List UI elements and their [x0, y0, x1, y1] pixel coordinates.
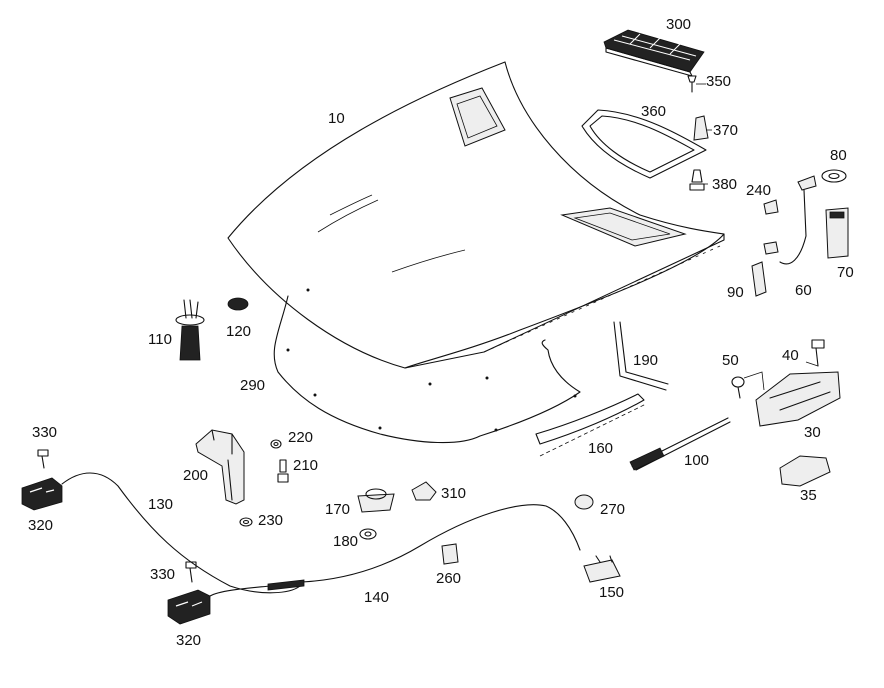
part-label-320-lower: 320	[176, 632, 202, 649]
nut-180-part	[359, 528, 377, 540]
part-label-240: 240	[746, 182, 772, 199]
part-label-310: 310	[441, 485, 467, 502]
part-label-50: 50	[722, 352, 739, 369]
hinge-200-part	[195, 429, 245, 505]
part-label-320-upper: 320	[28, 517, 54, 534]
screw-330b-part	[185, 561, 197, 583]
nut-220-part	[270, 439, 282, 449]
part-label-30: 30	[804, 424, 821, 441]
grommet-270-part	[574, 494, 594, 510]
part-label-230: 230	[258, 512, 284, 529]
part-label-200: 200	[183, 467, 209, 484]
bolt-380-part	[689, 169, 705, 191]
cable-140-part	[209, 504, 581, 597]
nut-230-part	[239, 517, 253, 527]
part-label-60: 60	[795, 282, 812, 299]
damper-110-part	[175, 299, 205, 361]
part-label-220: 220	[288, 429, 314, 446]
hood-part	[227, 61, 725, 369]
part-label-290: 290	[240, 377, 266, 394]
clip-260-part	[441, 543, 459, 565]
screw-330a-part	[37, 449, 49, 469]
part-label-160: 160	[588, 440, 614, 457]
bump-stop-170-part	[357, 488, 395, 513]
bolt-210-part	[277, 459, 289, 483]
part-label-370: 370	[713, 122, 739, 139]
part-label-70: 70	[837, 264, 854, 281]
bracket-240-part	[763, 199, 779, 215]
switch-rod-60-part	[779, 175, 817, 265]
cable-130-part	[61, 472, 301, 594]
part-label-330-lower: 330	[150, 566, 176, 583]
grommet-80-part	[821, 169, 847, 183]
grille-insert-part	[603, 29, 705, 77]
clip-370-part	[693, 115, 709, 141]
bolt-50-part	[731, 376, 745, 399]
part-label-150: 150	[599, 584, 625, 601]
part-label-350: 350	[706, 73, 732, 90]
part-label-270: 270	[600, 501, 626, 518]
part-label-35: 35	[800, 487, 817, 504]
support-rod-190-part	[613, 321, 669, 391]
part-label-100: 100	[684, 452, 710, 469]
part-label-130: 130	[148, 496, 174, 513]
release-handle-320b-part	[167, 589, 211, 625]
part-label-300: 300	[666, 16, 692, 33]
part-label-90: 90	[727, 284, 744, 301]
part-label-110: 110	[148, 331, 172, 348]
disc-120-part	[227, 297, 249, 311]
lock-150-part	[583, 555, 621, 583]
sleeve-70-part	[825, 207, 849, 259]
part-label-10: 10	[328, 110, 345, 127]
release-handle-320a-part	[21, 477, 63, 511]
part-label-190: 190	[633, 352, 659, 369]
part-label-210: 210	[293, 457, 319, 474]
part-label-360: 360	[641, 103, 667, 120]
part-label-120: 120	[226, 323, 252, 340]
part-label-80: 80	[830, 147, 847, 164]
part-label-380: 380	[712, 176, 738, 193]
part-label-140: 140	[364, 589, 390, 606]
frame-seal-part	[581, 109, 707, 179]
screw-350-part	[687, 75, 697, 93]
lock-bracket-30-part	[755, 371, 841, 427]
part-label-40: 40	[782, 347, 799, 364]
part-label-170: 170	[325, 501, 351, 518]
bolt-40-part	[811, 339, 825, 367]
part-label-260: 260	[436, 570, 462, 587]
plug-90-part	[751, 241, 779, 297]
part-label-180: 180	[333, 533, 359, 550]
seal-strip-160-part	[535, 393, 647, 457]
gas-strut-100-part	[629, 417, 731, 471]
part-label-330-upper: 330	[32, 424, 58, 441]
insulation-mat-part	[273, 288, 581, 444]
latch-35-part	[779, 455, 831, 487]
clip-310-part	[411, 481, 437, 501]
